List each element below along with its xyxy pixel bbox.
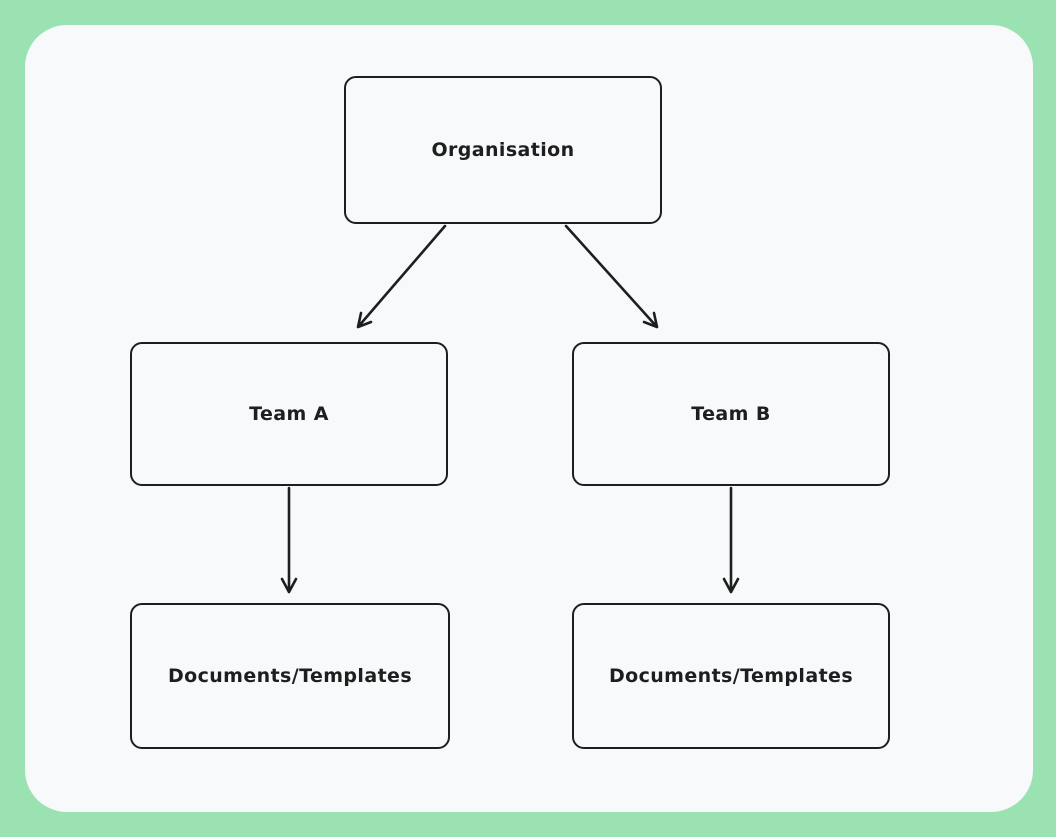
node-team-a-label: Team A: [249, 402, 329, 425]
node-documents-templates-a[interactable]: Documents/Templates: [130, 603, 450, 749]
diagram-canvas: [25, 25, 1033, 812]
node-documents-templates-b-label: Documents/Templates: [608, 664, 854, 687]
node-team-a[interactable]: Team A: [130, 342, 448, 486]
node-team-b-label: Team B: [691, 402, 771, 425]
node-documents-templates-a-label: Documents/Templates: [167, 664, 413, 687]
node-team-b[interactable]: Team B: [572, 342, 890, 486]
node-organisation[interactable]: Organisation: [344, 76, 662, 224]
node-organisation-label: Organisation: [431, 138, 575, 161]
node-documents-templates-b[interactable]: Documents/Templates: [572, 603, 890, 749]
